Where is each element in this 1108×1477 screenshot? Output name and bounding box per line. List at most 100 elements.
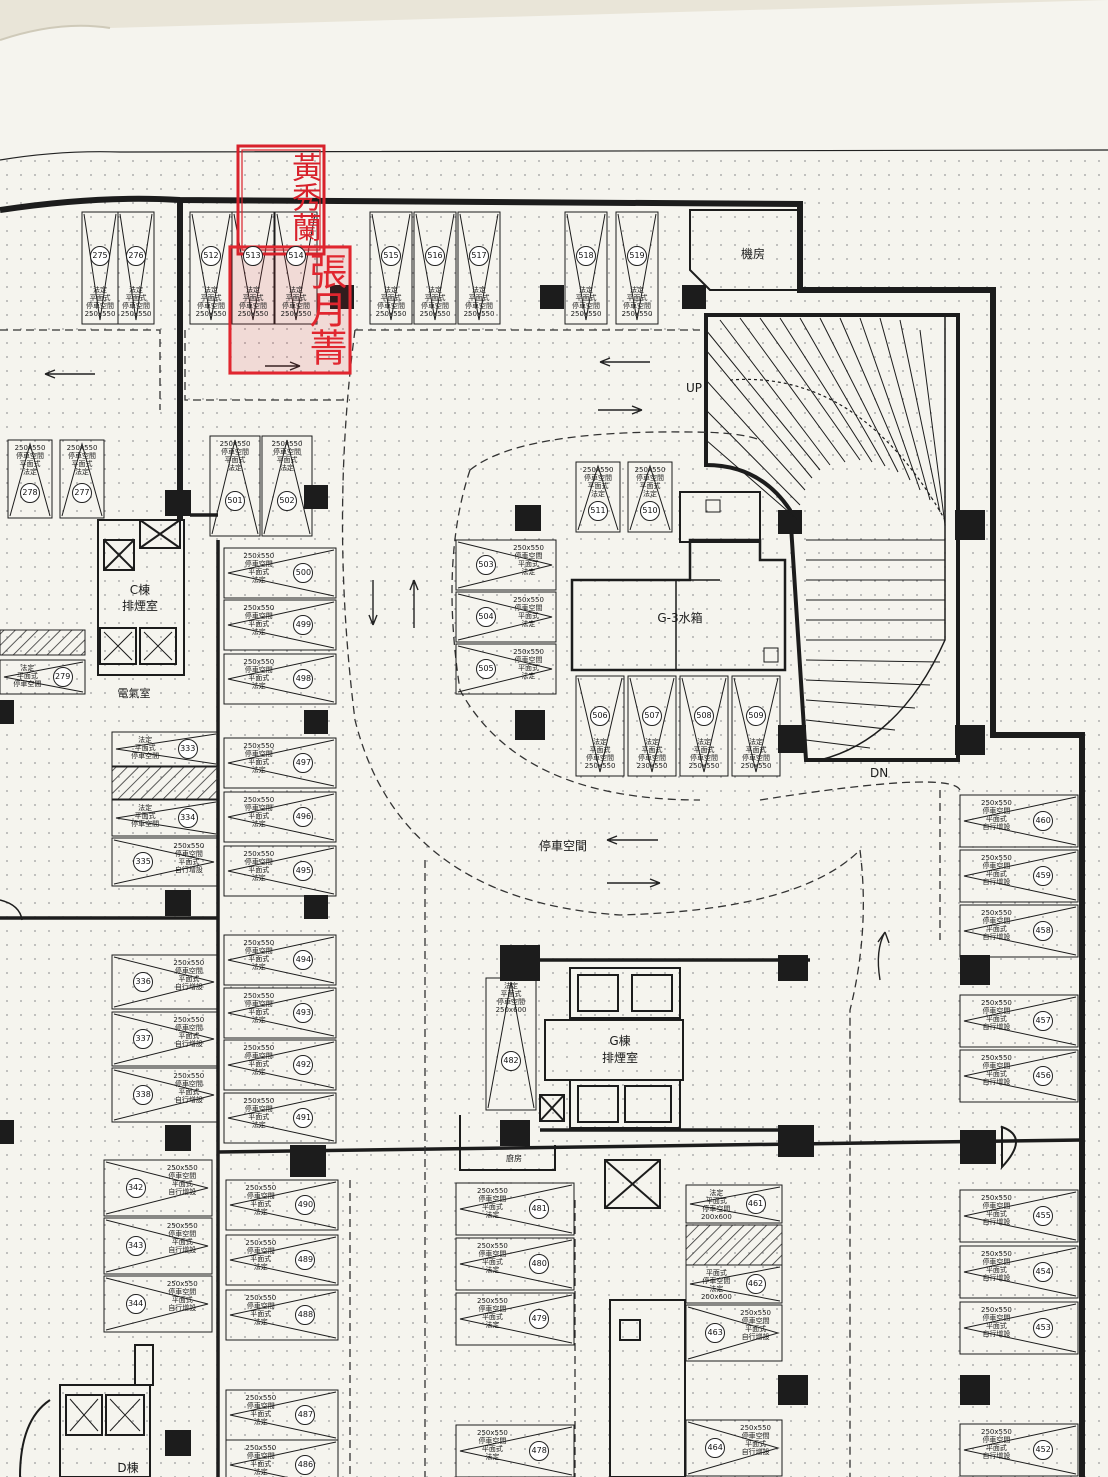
stall-marker — [487, 981, 535, 1109]
parking-stall — [261, 435, 313, 537]
stall-number: 502 — [277, 491, 297, 511]
stall-marker — [105, 1161, 209, 1215]
stall-marker — [227, 847, 335, 895]
stall-number: 488 — [295, 1305, 316, 1325]
stall-marker — [105, 1219, 209, 1273]
stall-marker — [459, 213, 499, 321]
stall-marker — [113, 839, 215, 885]
parking-stall — [231, 211, 275, 325]
stall-number: 503 — [476, 555, 496, 575]
stall-number: 499 — [293, 615, 314, 635]
stall-number: 487 — [295, 1405, 316, 1425]
parking-stall — [959, 1301, 1079, 1355]
parking-stall — [223, 987, 337, 1039]
stall-spec: 法定平面式停車空間 — [131, 736, 160, 760]
door-arc — [1001, 1125, 1017, 1170]
seal-text: 黃秀蘭 — [286, 152, 321, 242]
hatch-zone-lower — [685, 1224, 783, 1266]
stair-down-label: DN — [870, 766, 889, 780]
stall-marker — [227, 549, 335, 597]
stall-marker — [459, 1184, 573, 1234]
stall-number: 519 — [627, 245, 647, 266]
stall-marker — [227, 793, 335, 841]
stall-marker — [963, 1051, 1077, 1101]
stall-number: 454 — [1033, 1262, 1054, 1282]
stall-number: 517 — [469, 245, 489, 266]
parking-stall — [959, 1423, 1079, 1477]
stall-number: 480 — [529, 1254, 550, 1274]
stall-marker — [733, 677, 779, 773]
water-tank-label: G-3水箱 — [657, 611, 703, 625]
stall-marker — [629, 677, 675, 773]
stall-number: 506 — [590, 706, 610, 726]
parking-stall — [455, 539, 557, 591]
c-smoke-room-label: 排煙室 — [121, 599, 158, 613]
stall-number: 453 — [1033, 1318, 1054, 1338]
stall-number: 277 — [72, 482, 92, 503]
sheet-border — [0, 149, 1108, 161]
stall-marker — [459, 1239, 573, 1289]
stall-number: 510 — [640, 500, 660, 521]
stall-marker — [687, 1421, 780, 1475]
stall-marker — [459, 1294, 573, 1344]
parking-stall — [209, 435, 261, 537]
parking-space-label: 停車空間 — [538, 839, 587, 853]
stall-marker — [566, 213, 606, 321]
stall-marker — [577, 677, 623, 773]
stall-marker — [61, 442, 103, 517]
stall-number: 452 — [1033, 1440, 1054, 1460]
stall-number: 512 — [201, 245, 221, 266]
small-room-label: 廚房 — [506, 1154, 522, 1163]
parking-stall — [225, 1439, 339, 1477]
stall-number: 276 — [126, 245, 146, 266]
parking-stall — [111, 837, 219, 887]
stall-marker — [681, 677, 727, 773]
hatch-zone-mid — [111, 766, 219, 800]
stall-number: 489 — [295, 1250, 316, 1270]
stall-marker — [415, 213, 455, 321]
parking-stall — [223, 599, 337, 651]
parking-stall — [685, 1304, 783, 1362]
stall-marker — [457, 645, 553, 693]
stall-marker — [276, 213, 316, 321]
stall-number: 338 — [133, 1085, 154, 1105]
stall-number: 334 — [177, 808, 198, 828]
stall-marker — [227, 739, 335, 787]
parking-stall — [731, 675, 781, 777]
stall-number: 498 — [293, 669, 314, 689]
parking-stall — [455, 643, 557, 695]
parking-stall — [223, 1039, 337, 1091]
stall-number: 457 — [1033, 1011, 1054, 1031]
stall-number: 461 — [745, 1194, 766, 1214]
parking-stall — [103, 1275, 213, 1333]
stall-number: 460 — [1033, 811, 1054, 831]
stall-number: 496 — [293, 807, 314, 827]
stall-number: 493 — [293, 1003, 314, 1023]
parking-stall — [959, 849, 1079, 903]
parking-stall — [223, 845, 337, 897]
stall-marker — [211, 439, 259, 535]
